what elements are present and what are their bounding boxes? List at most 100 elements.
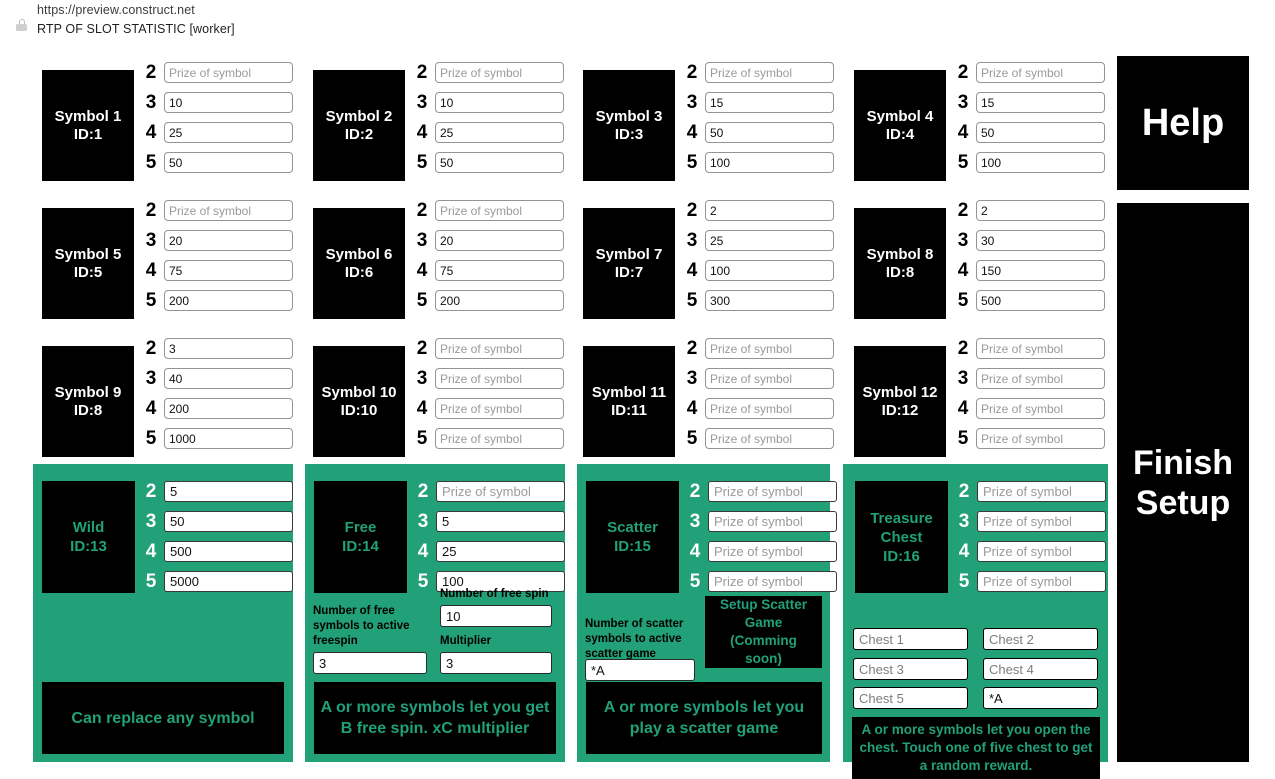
prize-row-number: 4 [416,398,428,419]
symbol-prize-input[interactable] [164,290,293,311]
symbol-prize-input[interactable] [976,92,1105,113]
symbol-prize-input[interactable] [705,92,834,113]
symbol-prize-input[interactable] [976,428,1105,449]
wild-prize-input[interactable] [164,481,293,502]
chest-banner: A or more symbols let you open the chest… [852,717,1100,779]
symbol-prize-input[interactable] [164,122,293,143]
symbol-card: Symbol 6ID:62345 [313,200,564,330]
browser-chrome: https://preview.construct.net RTP OF SLO… [0,0,1275,45]
symbol-prize-input[interactable] [976,152,1105,173]
symbol-prize-input[interactable] [976,368,1105,389]
free-prize-input[interactable] [436,571,565,592]
symbol-prize-input[interactable] [435,62,564,83]
chest-prize-input[interactable] [977,511,1106,532]
symbol-prize-input[interactable] [976,290,1105,311]
prize-row-number: 4 [145,398,157,419]
chest-input-2[interactable] [983,628,1098,650]
prize-row-number: 4 [689,541,701,562]
symbol-prize-input[interactable] [164,230,293,251]
symbol-card: Symbol 2ID:22345 [313,62,564,192]
symbol-prize-input[interactable] [435,368,564,389]
prize-row-number: 5 [145,290,157,311]
prize-row-number: 4 [686,122,698,143]
scatter-prize-input[interactable] [708,481,837,502]
free-prize-input[interactable] [436,481,565,502]
symbol-prize-input[interactable] [435,92,564,113]
help-button[interactable]: Help [1117,56,1249,190]
symbol-prize-input[interactable] [435,260,564,281]
lock-icon [16,19,27,31]
chest-input-3[interactable] [853,658,968,680]
prize-row-number: 4 [416,122,428,143]
chest-input-1[interactable] [853,628,968,650]
symbol-prize-input[interactable] [164,260,293,281]
symbol-prize-input[interactable] [435,338,564,359]
symbol-prize-input[interactable] [705,368,834,389]
symbol-prize-input[interactable] [705,122,834,143]
free-spins-input[interactable] [440,605,552,627]
symbol-prize-input[interactable] [435,398,564,419]
free-prize-input[interactable] [436,541,565,562]
prize-row-number: 2 [689,481,701,502]
chest-prize-input[interactable] [977,541,1106,562]
prize-row-number: 2 [416,200,428,221]
symbol-prize-input[interactable] [435,200,564,221]
chest-amount-input[interactable] [983,687,1098,709]
symbol-prize-input[interactable] [705,290,834,311]
symbol-prize-input[interactable] [705,62,834,83]
scatter-symbols-input[interactable] [585,659,695,681]
finish-setup-button[interactable]: Finish Setup [1117,203,1249,762]
symbol-prize-input[interactable] [976,230,1105,251]
symbol-prize-input[interactable] [164,62,293,83]
scatter-prize-input[interactable] [708,571,837,592]
prize-row-number: 4 [145,541,157,562]
chest-prize-input[interactable] [977,481,1106,502]
scatter-prize-input[interactable] [708,511,837,532]
symbol-prize-input[interactable] [705,338,834,359]
chest-badge: Treasure Chest ID:16 [855,481,948,593]
setup-scatter-game-button[interactable]: Setup Scatter Game (Comming soon) [705,596,822,668]
symbol-prize-input[interactable] [705,152,834,173]
chest-prize-input[interactable] [977,571,1106,592]
symbol-prize-input[interactable] [435,428,564,449]
symbol-prize-input[interactable] [705,200,834,221]
prize-row-number: 4 [417,541,429,562]
symbol-prize-input[interactable] [164,428,293,449]
symbol-prize-input[interactable] [976,260,1105,281]
wild-prize-input[interactable] [164,511,293,532]
symbol-prize-input[interactable] [164,368,293,389]
address-bar-url[interactable]: https://preview.construct.net [37,3,195,17]
symbol-prize-input[interactable] [164,200,293,221]
symbol-prize-input[interactable] [164,398,293,419]
symbol-prize-input[interactable] [435,230,564,251]
chest-input-5[interactable] [853,687,968,709]
symbol-prize-input[interactable] [705,230,834,251]
free-symbols-input[interactable] [313,652,427,674]
symbol-prize-input[interactable] [976,122,1105,143]
symbol-prize-input[interactable] [705,428,834,449]
chest-input-4[interactable] [983,658,1098,680]
scatter-prize-input[interactable] [708,541,837,562]
wild-prize-input[interactable] [164,571,293,592]
symbol-prize-input[interactable] [976,398,1105,419]
free-prize-input[interactable] [436,511,565,532]
symbol-prize-input[interactable] [976,338,1105,359]
symbol-prize-input[interactable] [705,260,834,281]
symbol-prize-input[interactable] [976,200,1105,221]
symbol-prize-input[interactable] [164,152,293,173]
symbol-badge-name: Symbol 9 [54,383,122,401]
symbol-prize-input[interactable] [976,62,1105,83]
symbol-prize-input[interactable] [705,398,834,419]
chest-badge-id: ID:16 [883,547,920,565]
symbol-prize-input[interactable] [164,338,293,359]
free-banner: A or more symbols let you get B free spi… [314,682,556,754]
symbol-prize-input[interactable] [164,92,293,113]
symbol-prize-input[interactable] [435,152,564,173]
symbol-prize-input[interactable] [435,290,564,311]
wild-prize-input[interactable] [164,541,293,562]
symbol-prize-input[interactable] [435,122,564,143]
prize-row-number: 4 [686,398,698,419]
free-multiplier-input[interactable] [440,652,552,674]
